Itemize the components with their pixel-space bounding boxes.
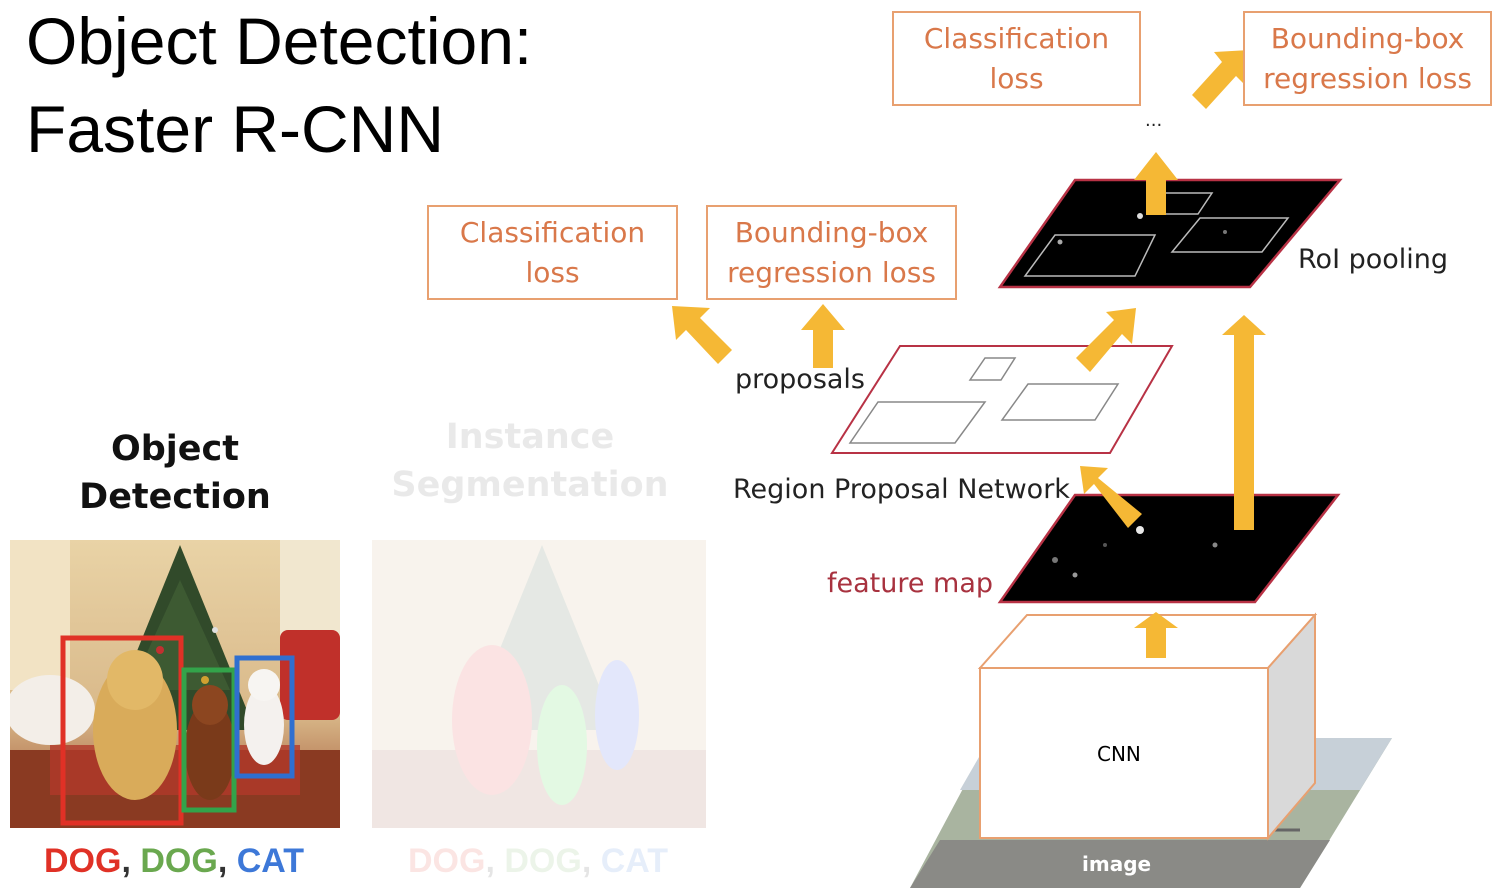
segmentation-labels: DOG, DOG, CAT — [408, 842, 668, 881]
flow-arrows — [672, 50, 1266, 658]
dog2-bounding-box — [181, 667, 237, 813]
rpn-label: Region Proposal Network — [733, 474, 1070, 505]
top-bbox-regression-loss-box: Bounding-box regression loss — [1243, 11, 1492, 106]
ellipsis-label: ... — [1145, 110, 1163, 131]
title-line-1: Object Detection: — [26, 4, 533, 78]
dog1-bounding-box — [60, 635, 184, 826]
dogs-cat-photo — [10, 540, 340, 828]
seg-label-cat: CAT — [600, 842, 669, 880]
feature-map-label: feature map — [827, 568, 994, 599]
seg-label-separator-1: , — [485, 842, 505, 880]
rpn-bbox-regression-loss-box: Bounding-box regression loss — [706, 205, 957, 300]
label-cat: CAT — [236, 842, 305, 880]
instance-segmentation-heading-line1: Instance — [445, 417, 615, 457]
cat-bounding-box — [234, 655, 295, 779]
roi-pooling-label: RoI pooling — [1298, 244, 1449, 275]
rpn-bbox-loss-line1: Bounding-box — [734, 215, 929, 249]
arrow-cnn-to-feature — [1134, 612, 1178, 658]
top-classification-loss-box: Classification loss — [892, 11, 1141, 106]
segmentation-photo — [372, 540, 706, 828]
label-dog-2: DOG — [140, 842, 218, 880]
rpn-bbox-loss-line2: regression loss — [727, 255, 936, 289]
object-detection-heading-line2: Detection — [79, 477, 271, 517]
feature-map-plane — [997, 493, 1341, 604]
proposals-label: proposals — [735, 364, 866, 395]
seg-label-separator-2: , — [581, 842, 601, 880]
object-detection-heading: Object Detection — [20, 425, 330, 521]
seg-label-dog-2: DOG — [504, 842, 582, 880]
arrow-feature-to-rpn — [1080, 466, 1142, 528]
instance-segmentation-heading-line2: Segmentation — [391, 465, 669, 505]
detection-labels: DOG, DOG, CAT — [44, 842, 304, 881]
label-separator-1: , — [121, 842, 141, 880]
roi-pooling-plane — [997, 178, 1343, 289]
arrow-to-top-bbox — [1192, 50, 1250, 109]
image-label: image — [1082, 852, 1152, 876]
arrow-proposals-to-cls — [672, 306, 732, 364]
rpn-cls-loss-line2: loss — [525, 255, 580, 289]
instance-segmentation-heading: Instance Segmentation — [385, 413, 675, 509]
cnn-label: CNN — [1097, 742, 1141, 766]
top-bbox-loss-line1: Bounding-box — [1270, 21, 1465, 55]
rpn-classification-loss-box: Classification loss — [427, 205, 678, 300]
label-dog-1: DOG — [44, 842, 122, 880]
object-detection-heading-line1: Object — [110, 429, 240, 469]
proposals-plane — [830, 345, 1174, 454]
top-bbox-loss-line2: regression loss — [1263, 61, 1472, 95]
arrow-proposals-to-bbox — [801, 304, 845, 368]
cnn-block — [977, 612, 1318, 841]
title-line-2: Faster R-CNN — [26, 92, 445, 166]
top-cls-loss-line2: loss — [989, 61, 1044, 95]
arrow-roi-up — [1134, 152, 1178, 215]
seg-label-dog-1: DOG — [408, 842, 486, 880]
label-separator-2: , — [217, 842, 237, 880]
top-cls-loss-line1: Classification — [923, 21, 1110, 55]
arrow-rpn-to-roi — [1076, 308, 1136, 372]
rpn-cls-loss-line1: Classification — [459, 215, 646, 249]
arrow-feature-to-roi — [1222, 315, 1266, 530]
